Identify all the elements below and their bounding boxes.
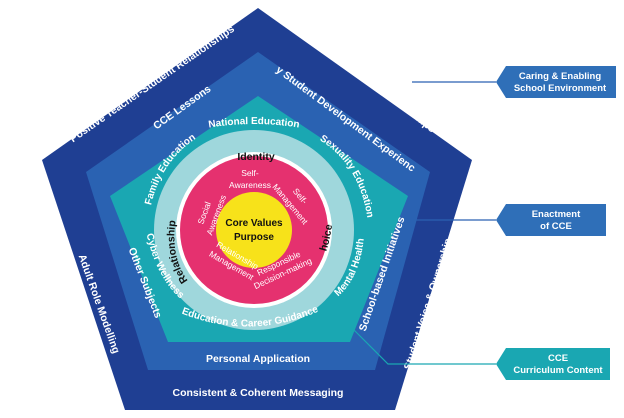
label-national-education: National Education (208, 116, 301, 131)
label-consistent-messaging: Consistent & Coherent Messaging (173, 387, 344, 399)
label-self-awareness-2: Awareness (229, 180, 271, 190)
svg-text:Enactment: Enactment (532, 209, 581, 220)
svg-text:Caring & Enabling: Caring & Enabling (519, 71, 602, 82)
label-personal-application: Personal Application (206, 353, 310, 365)
svg-text:of CCE: of CCE (540, 221, 572, 232)
svg-text:CCE: CCE (548, 353, 568, 364)
callout-curriculum-content: CCE Curriculum Content (496, 348, 610, 380)
core-circle (216, 192, 292, 268)
callout-enactment: Enactment of CCE (496, 204, 606, 236)
callout-caring-enabling: Caring & Enabling School Environment (496, 66, 616, 98)
label-identity: Identity (237, 151, 274, 163)
svg-text:School Environment: School Environment (514, 83, 607, 94)
core-values-label: Core Values (225, 218, 283, 229)
core-purpose-label: Purpose (234, 232, 274, 243)
label-self-awareness-1: Self- (241, 168, 259, 178)
svg-text:Curriculum Content: Curriculum Content (513, 365, 603, 376)
connector-line-3 (353, 329, 496, 365)
